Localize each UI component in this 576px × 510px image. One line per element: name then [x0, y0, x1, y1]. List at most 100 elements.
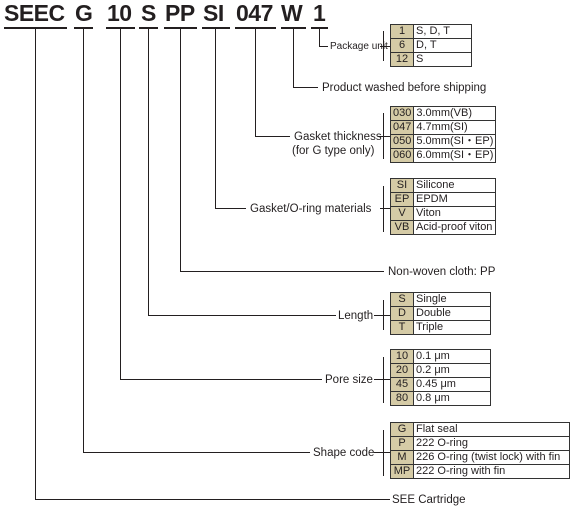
connector-nonwoven: [180, 29, 384, 272]
option-code: 047: [389, 120, 415, 135]
option-code: S: [390, 292, 414, 307]
code-nonwoven: PP: [165, 0, 195, 26]
option-code: T: [390, 320, 414, 335]
code-pore-underline: [106, 27, 135, 29]
code-thickness: 047: [236, 0, 273, 26]
option-desc: Flat seal: [413, 422, 570, 437]
connector-gasket-thickness: [255, 29, 290, 137]
code-washed-underline: [281, 27, 306, 29]
code-package: 1: [313, 0, 326, 26]
option-code: 80: [390, 391, 414, 406]
option-code: 20: [390, 363, 414, 378]
washed-label: Product washed before shipping: [322, 82, 487, 94]
code-seec-underline: [4, 27, 67, 29]
option-code: 060: [389, 148, 415, 163]
gasket-thickness-label: Gasket thickness: [294, 131, 382, 143]
option-code: MP: [390, 464, 414, 479]
code-washed: W: [281, 0, 303, 26]
option-desc: S, D, T: [413, 24, 472, 39]
option-desc: 0.8 μm: [413, 391, 491, 406]
option-desc: Silicone: [413, 178, 496, 193]
length-label: Length: [338, 310, 374, 322]
connector-shape-code: [83, 29, 310, 453]
connector-washed: [293, 29, 318, 88]
option-code: V: [390, 206, 414, 221]
option-desc: 3.0mm(VB): [413, 106, 497, 121]
code-seec: SEEC: [4, 0, 65, 26]
connector-cartridge: [35, 29, 390, 500]
nonwoven-label: Non-woven cloth: PP: [388, 266, 496, 278]
option-code: 12: [390, 52, 414, 67]
option-code: SI: [390, 178, 414, 193]
option-desc: Triple: [413, 320, 491, 335]
shape-code-label: Shape code: [313, 447, 375, 459]
connector-package-unit: [319, 29, 328, 47]
option-desc: Acid-proof viton: [413, 220, 496, 235]
option-desc: EPDM: [413, 192, 496, 207]
option-code: 030: [389, 106, 415, 121]
option-desc: Double: [413, 306, 491, 321]
option-desc: 6.0mm(SI・EP): [413, 148, 497, 163]
connector-pore-size: [120, 29, 322, 380]
code-thickness-underline: [235, 27, 276, 29]
connector-length: [148, 29, 336, 316]
option-desc: 4.7mm(SI): [413, 120, 497, 135]
option-desc: 5.0mm(SI・EP): [413, 134, 497, 149]
option-desc: 226 O-ring (twist lock) with fin: [413, 450, 570, 465]
option-code: P: [390, 436, 414, 451]
option-code: 1: [390, 24, 414, 39]
option-code: M: [390, 450, 414, 465]
option-desc: 222 O-ring with fin: [413, 464, 570, 479]
option-desc: D, T: [413, 38, 472, 53]
option-desc: 0.1 μm: [413, 349, 491, 364]
pore-size-label: Pore size: [325, 374, 373, 386]
option-code: D: [390, 306, 414, 321]
option-desc: S: [413, 52, 472, 67]
gasket-thickness-note: (for G type only): [292, 145, 375, 157]
code-material: SI: [203, 0, 224, 26]
option-code: VB: [390, 220, 414, 235]
option-desc: Single: [413, 292, 491, 307]
code-material-underline: [202, 27, 230, 29]
option-code: 050: [389, 134, 415, 149]
code-shape-underline: [74, 27, 93, 29]
gasket-material-label: Gasket/O-ring materials: [250, 203, 372, 215]
code-package-underline: [311, 27, 328, 29]
option-desc: 0.2 μm: [413, 363, 491, 378]
code-pore: 10: [107, 0, 132, 26]
cartridge-label: SEE Cartridge: [392, 494, 466, 506]
option-code: EP: [390, 192, 414, 207]
option-code: G: [390, 422, 414, 437]
package-unit-label: Package unit: [330, 41, 388, 52]
code-shape: G: [75, 0, 93, 26]
connector-gasket-material: [215, 29, 246, 209]
option-code: 45: [390, 377, 414, 392]
code-length-underline: [139, 27, 158, 29]
option-code: 6: [390, 38, 414, 53]
